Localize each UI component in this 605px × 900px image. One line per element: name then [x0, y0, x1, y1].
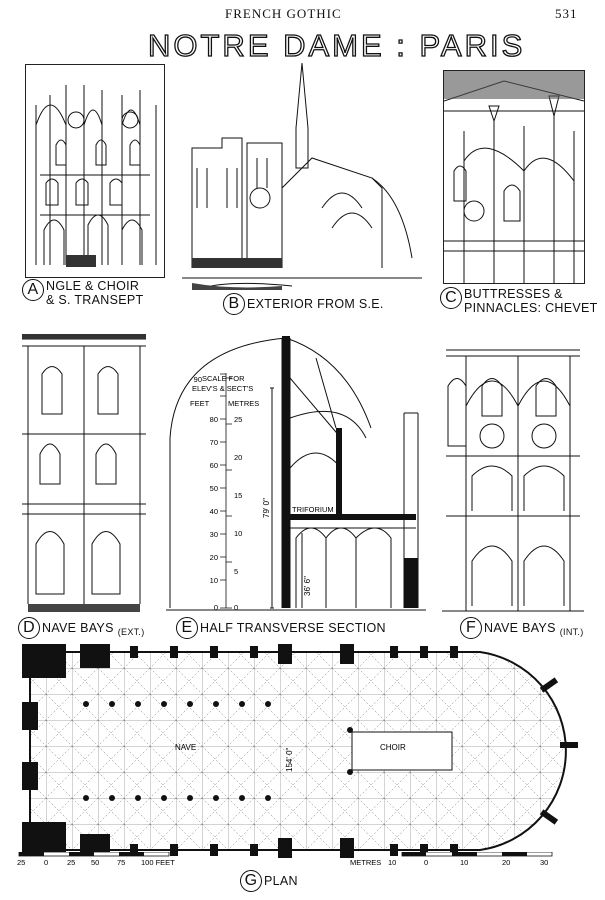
scale-metres-5: 5 [234, 567, 238, 576]
scale-title-line1: SCALE FOR [202, 374, 245, 383]
scale-feet-60: 60 [210, 461, 218, 470]
metres-scale-label: METRES [350, 858, 381, 867]
feet-scale-25b: 25 [67, 858, 75, 866]
caption-letter-g: G [240, 870, 262, 892]
scale-title-line2: ELEV'S & SECT'S [192, 384, 253, 393]
scale-feet-10: 10 [210, 576, 218, 585]
figure-d-nave-bays-ext-drawing [22, 334, 146, 612]
height-arcade-label: 36' 6" [303, 576, 312, 596]
plan-choir-label: CHOIR [380, 743, 406, 752]
page-title: NOTRE DAME : PARIS [147, 27, 526, 63]
scale-metres-0: 0 [234, 603, 238, 612]
caption-b-line1: EXTERIOR FROM S.E. [247, 297, 384, 311]
caption-a-line1: NGLE & CHOIR [46, 279, 140, 293]
scale-feet-label: FEET [190, 399, 210, 408]
cathedral-exterior-sketch [182, 62, 422, 290]
caption-d-line1: NAVE BAYS [42, 621, 114, 635]
figure-g-plan-drawing: NAVE CHOIR 154' 0" [20, 642, 588, 860]
metres-scale-bar: METRES 10 0 10 20 30 [348, 851, 558, 870]
feet-scale-50: 50 [91, 858, 99, 866]
figure-a-angle-choir-drawing [25, 64, 165, 278]
scale-metres-10: 10 [234, 529, 242, 538]
caption-a: A NGLE & CHOIR & S. TRANSEPT [22, 279, 143, 307]
nave-bays-interior-sketch [442, 349, 584, 612]
feet-scale-0: 0 [44, 858, 48, 866]
figure-e-section-drawing: 90 80 70 60 50 40 30 20 10 0 25 20 15 10… [166, 318, 436, 618]
scale-feet-90: 90 [194, 375, 202, 384]
scale-feet-80: 80 [210, 415, 218, 424]
scale-metres-25: 25 [234, 415, 242, 424]
running-title: FRENCH GOTHIC [225, 6, 342, 21]
caption-letter-d: D [18, 617, 40, 639]
feet-scale-bar: 25 0 25 50 75 100 FEET [15, 851, 205, 867]
caption-letter-b: B [223, 293, 245, 315]
scale-feet-30: 30 [210, 530, 218, 539]
caption-c-line2: PINNACLES: CHEVET [464, 301, 598, 315]
metres-scale-0: 0 [424, 858, 428, 867]
figure-f-nave-bays-int-drawing [442, 346, 584, 616]
feet-scale-75: 75 [117, 858, 125, 866]
scale-feet-20: 20 [210, 553, 218, 562]
caption-a-line2: & S. TRANSEPT [46, 293, 144, 307]
caption-letter-c: C [440, 287, 462, 309]
height-total-label: 79' 0" [262, 498, 271, 518]
transverse-section-sketch: 90 80 70 60 50 40 30 20 10 0 25 20 15 10… [166, 336, 426, 612]
caption-letter-f: F [460, 617, 482, 639]
feet-scale-25a: 25 [17, 858, 25, 866]
metres-scale-30: 30 [540, 858, 548, 867]
cathedral-floor-plan: NAVE CHOIR 154' 0" [22, 644, 578, 858]
caption-g: G PLAN [240, 870, 298, 892]
caption-d-note: (EXT.) [117, 627, 145, 637]
figure-c-buttresses-drawing [443, 70, 585, 284]
scale-feet-40: 40 [210, 507, 218, 516]
caption-b: B EXTERIOR FROM S.E. [223, 293, 384, 315]
caption-e: E HALF TRANSVERSE SECTION [176, 617, 386, 639]
metres-scale-20: 20 [502, 858, 510, 867]
scale-feet-70: 70 [210, 438, 218, 447]
cathedral-choir-sketch [35, 85, 157, 267]
metres-scale-10b: 10 [460, 858, 468, 867]
plan-nave-label: NAVE [175, 743, 196, 752]
plan-width-label: 154' 0" [285, 747, 294, 772]
feet-scale-graphic: 25 0 25 50 75 100 FEET [17, 851, 175, 867]
metres-scale-10a: 10 [388, 858, 396, 867]
feet-scale-100: 100 FEET [141, 858, 175, 866]
triforium-label: TRIFORIUM [292, 505, 334, 514]
caption-letter-e: E [176, 617, 198, 639]
caption-d: D NAVE BAYS (EXT.) [18, 617, 145, 639]
nave-bays-exterior-sketch [22, 334, 146, 612]
scale-metres-15: 15 [234, 491, 242, 500]
caption-f-note: (INT.) [559, 627, 584, 637]
buttresses-pinnacles-sketch [444, 71, 584, 283]
caption-f-line1: NAVE BAYS [484, 621, 556, 635]
metres-scale-graphic: METRES 10 0 10 20 30 [350, 851, 553, 867]
caption-f: F NAVE BAYS (INT.) [460, 617, 584, 639]
scale-metres-label: METRES [228, 399, 259, 408]
page-number: 531 [555, 6, 578, 21]
caption-c: C BUTTRESSES & PINNACLES: CHEVET [440, 287, 598, 315]
caption-g-line1: PLAN [264, 874, 298, 888]
scale-feet-50: 50 [210, 484, 218, 493]
caption-e-line1: HALF TRANSVERSE SECTION [200, 621, 386, 635]
caption-letter-a: A [22, 279, 44, 301]
caption-c-line1: BUTTRESSES & [464, 287, 563, 301]
figure-b-exterior-drawing [172, 58, 432, 290]
scale-metres-20: 20 [234, 453, 242, 462]
scale-feet-0: 0 [214, 603, 218, 612]
